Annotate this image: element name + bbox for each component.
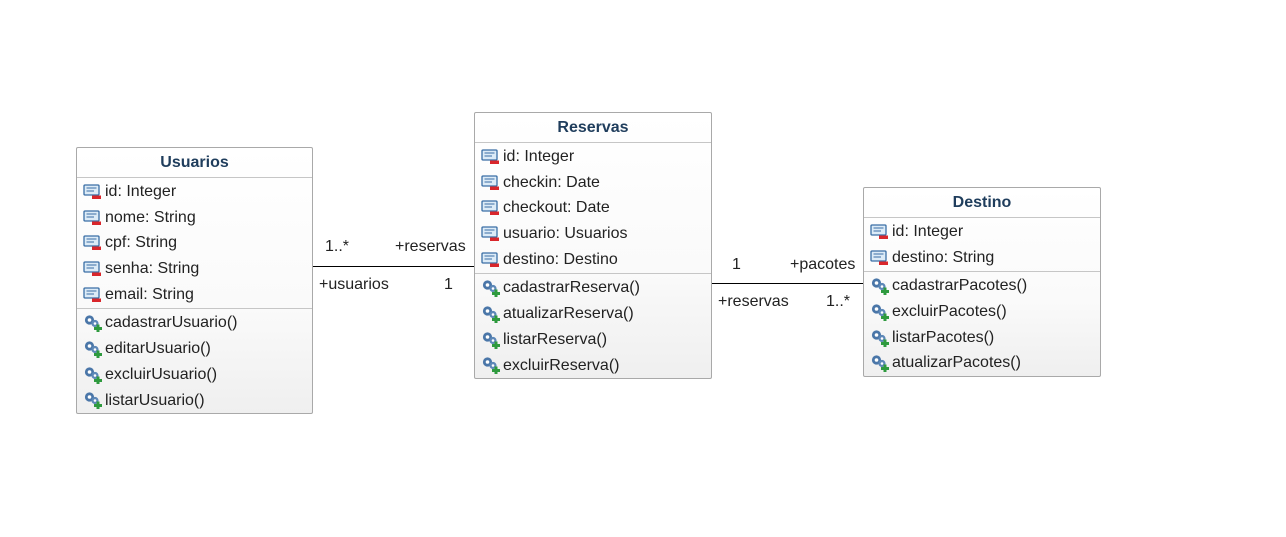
operation-row[interactable]: listarUsuario() [77, 388, 312, 414]
reservas-end-role: +reservas [395, 238, 466, 255]
operation-row[interactable]: atualizarReserva() [475, 301, 711, 327]
public-operation-icon [481, 279, 501, 298]
attribute-row[interactable]: nome: String [77, 205, 312, 231]
private-attribute-icon [83, 260, 103, 278]
private-attribute-icon [481, 225, 501, 243]
usuarios-end-role: +usuarios [319, 276, 389, 293]
attribute-row[interactable]: email: String [77, 282, 312, 308]
destino-end-multiplicity: 1..* [826, 293, 851, 310]
attribute-label: id: Integer [503, 148, 575, 165]
operation-row[interactable]: excluirUsuario() [77, 362, 312, 388]
public-operation-icon [870, 329, 890, 347]
private-attribute-icon [83, 183, 103, 201]
public-operation-icon [83, 366, 103, 384]
attribute-row[interactable]: checkout: Date [475, 195, 711, 221]
operation-label: excluirUsuario() [105, 365, 218, 383]
operation-label: cadastrarPacotes() [892, 277, 1028, 295]
attribute-label: id: Integer [892, 223, 964, 240]
operation-row[interactable]: excluirReserva() [475, 353, 711, 379]
private-attribute-icon [83, 286, 103, 304]
operation-row[interactable]: listarReserva() [475, 327, 711, 353]
operations-compartment: cadastrarPacotes() excluirPacotes() list… [864, 272, 1100, 377]
association-reservas-destino[interactable] [712, 283, 863, 284]
public-operation-icon [481, 305, 501, 323]
attributes-compartment: id: Integer destino: String [864, 218, 1100, 273]
attribute-label: nome: String [105, 208, 196, 226]
private-attribute-icon [481, 148, 501, 166]
attribute-row[interactable]: id: Integer [864, 219, 1100, 245]
operation-label: editarUsuario() [105, 340, 211, 358]
attribute-label: checkin: Date [503, 173, 600, 191]
operation-row[interactable]: editarUsuario() [77, 336, 312, 362]
association-usuarios-reservas[interactable] [313, 266, 474, 267]
private-attribute-icon [83, 234, 103, 252]
public-operation-icon [870, 277, 890, 296]
attribute-row[interactable]: checkin: Date [475, 170, 711, 196]
operation-row[interactable]: cadastrarReserva() [475, 275, 711, 301]
operation-label: excluirReserva() [503, 356, 620, 374]
operation-row[interactable]: cadastrarPacotes() [864, 273, 1100, 299]
operation-label: cadastrarReserva() [503, 279, 640, 297]
class-title: Usuarios [77, 148, 312, 178]
operation-label: excluirPacotes() [892, 303, 1007, 321]
attribute-label: usuario: Usuarios [503, 225, 628, 243]
public-operation-icon [870, 354, 890, 373]
operation-label: cadastrarUsuario() [105, 314, 238, 332]
attribute-row[interactable]: usuario: Usuarios [475, 221, 711, 247]
private-attribute-icon [870, 223, 890, 241]
attribute-row[interactable]: id: Integer [77, 179, 312, 205]
attribute-label: checkout: Date [503, 199, 610, 217]
usuarios-end-multiplicity: 1..* [325, 238, 350, 255]
operation-row[interactable]: excluirPacotes() [864, 299, 1100, 325]
operation-label: listarReserva() [503, 330, 608, 348]
attribute-label: id: Integer [105, 183, 177, 200]
operation-label: atualizarReserva() [503, 305, 634, 323]
class-usuarios[interactable]: Usuarios id: Integer nome: String cpf: S… [76, 147, 313, 414]
private-attribute-icon [83, 209, 103, 227]
attribute-row[interactable]: cpf: String [77, 230, 312, 256]
class-title: Reservas [475, 113, 711, 143]
private-attribute-icon [481, 174, 501, 192]
private-attribute-icon [481, 199, 501, 217]
operation-label: listarPacotes() [892, 328, 995, 346]
class-destino[interactable]: Destino id: Integer destino: String cada… [863, 187, 1101, 377]
public-operation-icon [83, 340, 103, 358]
operations-compartment: cadastrarUsuario() editarUsuario() exclu… [77, 309, 312, 414]
operation-label: atualizarPacotes() [892, 354, 1021, 372]
attribute-label: destino: Destino [503, 250, 618, 268]
attribute-row[interactable]: senha: String [77, 256, 312, 282]
reservas-end-multiplicity: 1 [444, 276, 453, 293]
public-operation-icon [481, 356, 501, 375]
class-title: Destino [864, 188, 1100, 218]
reservas-end-role: +reservas [718, 293, 789, 310]
attribute-row[interactable]: destino: String [864, 245, 1100, 271]
private-attribute-icon [870, 249, 890, 267]
reservas-end-multiplicity: 1 [732, 256, 741, 273]
public-operation-icon [83, 314, 103, 333]
class-reservas[interactable]: Reservas id: Integer checkin: Date check… [474, 112, 712, 379]
private-attribute-icon [481, 251, 501, 269]
operation-row[interactable]: cadastrarUsuario() [77, 310, 312, 336]
destino-end-role: +pacotes [790, 256, 856, 273]
operation-row[interactable]: atualizarPacotes() [864, 350, 1100, 376]
public-operation-icon [870, 303, 890, 321]
attribute-row[interactable]: destino: Destino [475, 247, 711, 273]
operations-compartment: cadastrarReserva() atualizarReserva() li… [475, 274, 711, 379]
attribute-row[interactable]: id: Integer [475, 144, 711, 170]
attribute-label: email: String [105, 285, 194, 303]
attributes-compartment: id: Integer checkin: Date checkout: Date… [475, 143, 711, 275]
public-operation-icon [83, 391, 103, 410]
public-operation-icon [481, 331, 501, 349]
attribute-label: destino: String [892, 248, 995, 266]
attribute-label: cpf: String [105, 234, 178, 252]
operation-label: listarUsuario() [105, 391, 205, 409]
attributes-compartment: id: Integer nome: String cpf: String sen… [77, 178, 312, 310]
attribute-label: senha: String [105, 260, 200, 278]
operation-row[interactable]: listarPacotes() [864, 325, 1100, 351]
